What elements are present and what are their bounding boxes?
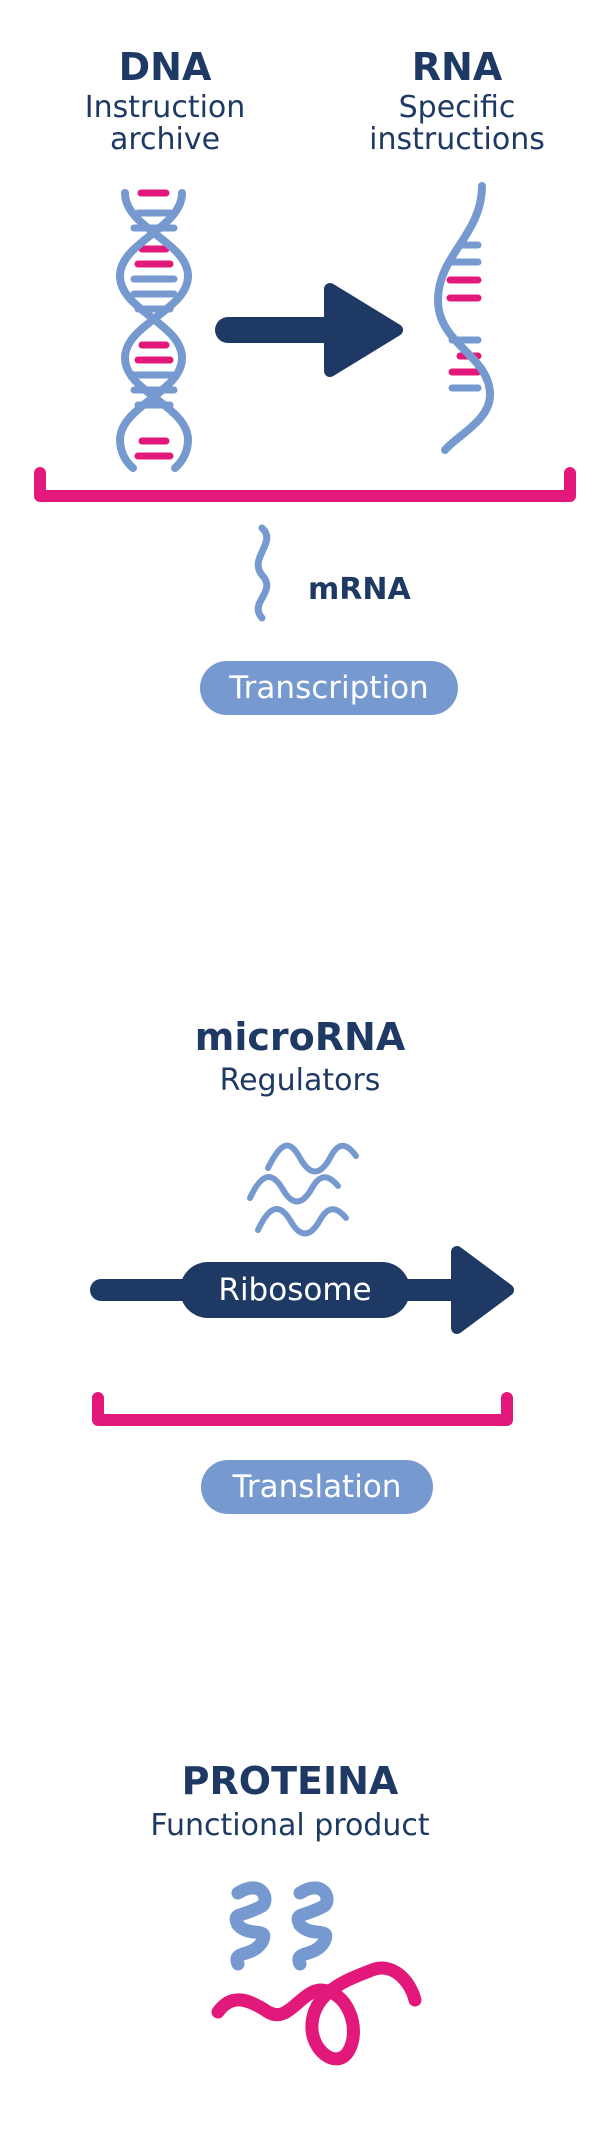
ribosome-label: Ribosome <box>218 1272 372 1308</box>
mrna-label: mRNA <box>308 572 411 607</box>
translation-bracket <box>92 1392 513 1426</box>
transcription-arrow-icon <box>215 283 403 377</box>
protein-title: PROTEINA <box>181 1759 399 1803</box>
rna-title: RNA <box>411 45 503 89</box>
dna-subtitle-line1: Instruction <box>84 90 246 125</box>
translation-arrow-icon <box>90 1246 514 1334</box>
microrna-subtitle: Regulators <box>219 1063 381 1098</box>
transcription-bracket <box>34 467 576 502</box>
rna-subtitle-line1: Specific <box>398 90 516 125</box>
dna-subtitle-line2: archive <box>109 122 221 157</box>
rna-subtitle-line2: instructions <box>369 122 545 157</box>
protein-subtitle: Functional product <box>150 1808 430 1843</box>
microrna-waves-icon <box>247 1142 359 1237</box>
microrna-title: microRNA <box>194 1015 406 1059</box>
mrna-squiggle-icon <box>254 524 271 622</box>
translation-stage-badge: Translation <box>201 1460 433 1514</box>
dna-title: DNA <box>118 45 212 89</box>
transcription-stage-badge: Transcription <box>200 661 458 715</box>
protein-icon <box>211 1881 422 2066</box>
dna-helix-icon <box>115 189 193 472</box>
rna-strand-icon <box>433 182 495 454</box>
